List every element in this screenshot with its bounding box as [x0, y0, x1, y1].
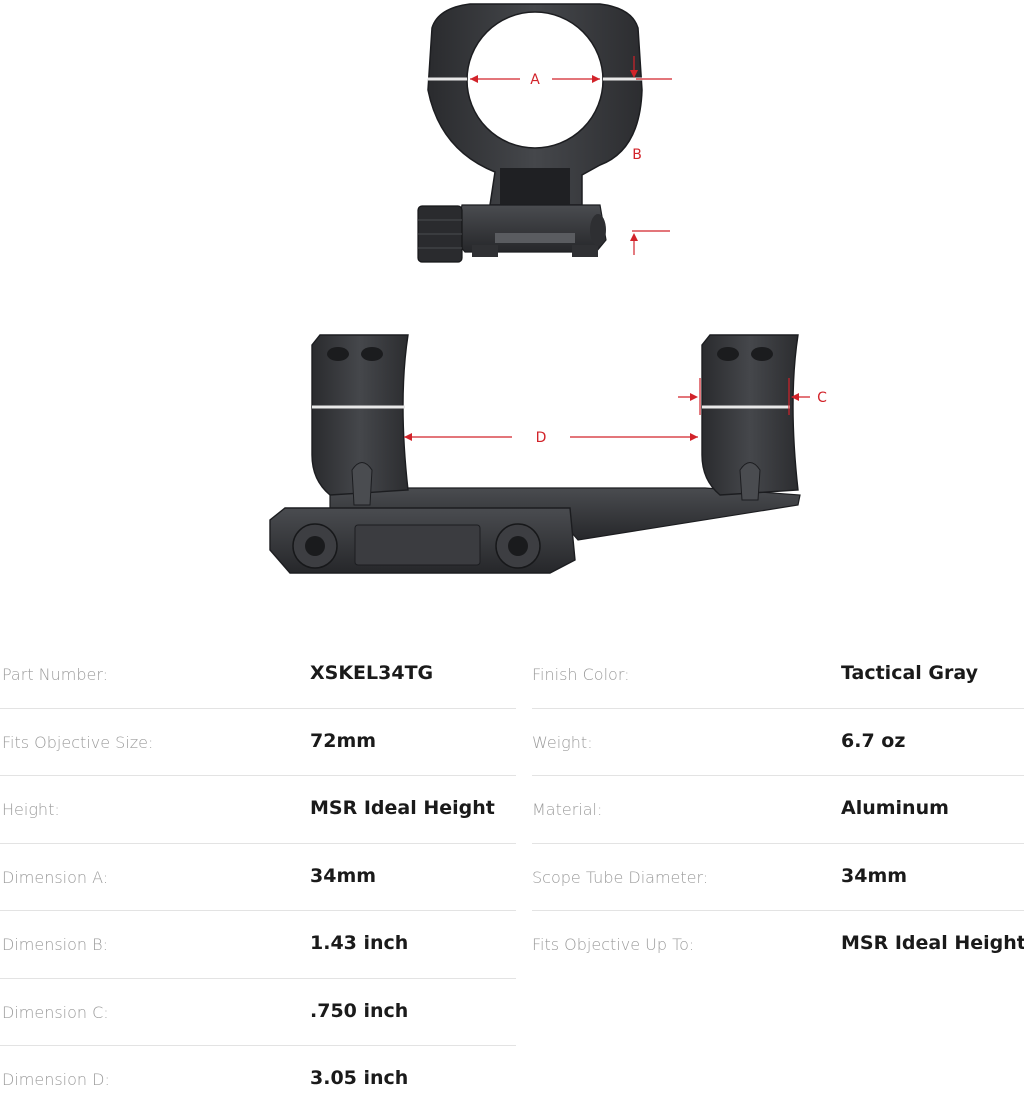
- dimension-c-label: C: [817, 390, 827, 406]
- spec-label: Weight:: [532, 732, 593, 752]
- spec-row-fits-objective-size: Fits Objective Size: 72mm: [0, 709, 516, 776]
- dimension-c-callout: C: [678, 378, 827, 415]
- spec-value: MSR Ideal Height: [310, 797, 495, 819]
- spec-row-fits-objective-up-to: Fits Objective Up To: MSR Ideal Height: [532, 911, 1024, 978]
- spec-value: 6.7 oz: [841, 729, 906, 752]
- spec-row-scope-tube-diameter: Scope Tube Diameter: 34mm: [532, 844, 1024, 911]
- spec-label: Dimension A:: [2, 867, 109, 887]
- spec-label: Material:: [532, 800, 603, 819]
- spec-column-right: Finish Color: Tactical Gray Weight: 6.7 …: [532, 641, 1024, 978]
- spec-value: 1.43 inch: [310, 932, 409, 954]
- spec-label: Fits Objective Up To:: [532, 935, 695, 954]
- spec-label: Dimension D:: [2, 1070, 110, 1089]
- spec-row-dimension-b: Dimension B: 1.43 inch: [0, 911, 516, 979]
- spec-label: Part Number:: [2, 665, 109, 684]
- dimension-a-label: A: [530, 72, 540, 88]
- spec-value: .750 inch: [310, 999, 409, 1022]
- spec-row-weight: Weight: 6.7 oz: [532, 709, 1024, 776]
- spec-row-finish-color: Finish Color: Tactical Gray: [532, 641, 1024, 709]
- spec-value: 3.05 inch: [310, 1067, 409, 1089]
- spec-label: Fits Objective Size:: [2, 732, 154, 752]
- dimension-a-callout: A: [470, 72, 600, 88]
- dimension-b-callout: B: [630, 56, 672, 255]
- mount-dimension-diagram: A B: [269, 3, 827, 574]
- spec-column-left: Part Number: XSKEL34TG Fits Objective Si…: [0, 641, 516, 1113]
- spec-row-part-number: Part Number: XSKEL34TG: [0, 641, 516, 709]
- spec-row-dimension-a: Dimension A: 34mm: [0, 844, 516, 911]
- spec-value: Tactical Gray: [841, 662, 978, 684]
- side-view-mount: [269, 334, 801, 574]
- spec-value: 72mm: [310, 729, 377, 752]
- spec-label: Height:: [2, 800, 60, 819]
- spec-label: Scope Tube Diameter:: [532, 867, 709, 887]
- spec-value: Aluminum: [841, 797, 949, 819]
- spec-value: 34mm: [841, 864, 908, 887]
- spec-row-height: Height: MSR Ideal Height: [0, 776, 516, 844]
- dimension-d-callout: D: [404, 430, 698, 446]
- front-view-ring: [417, 3, 643, 263]
- dimension-b-label: B: [632, 147, 642, 163]
- dimension-d-label: D: [536, 430, 547, 446]
- spec-label: Dimension B:: [2, 935, 108, 954]
- spec-value: 34mm: [310, 864, 377, 887]
- spec-row-dimension-c: Dimension C: .750 inch: [0, 979, 516, 1046]
- spec-value: XSKEL34TG: [310, 662, 434, 684]
- spec-row-dimension-d: Dimension D: 3.05 inch: [0, 1046, 516, 1113]
- spec-row-material: Material: Aluminum: [532, 776, 1024, 844]
- spec-value: MSR Ideal Height: [841, 932, 1024, 954]
- spec-label: Finish Color:: [532, 665, 630, 684]
- spec-label: Dimension C:: [2, 1002, 109, 1022]
